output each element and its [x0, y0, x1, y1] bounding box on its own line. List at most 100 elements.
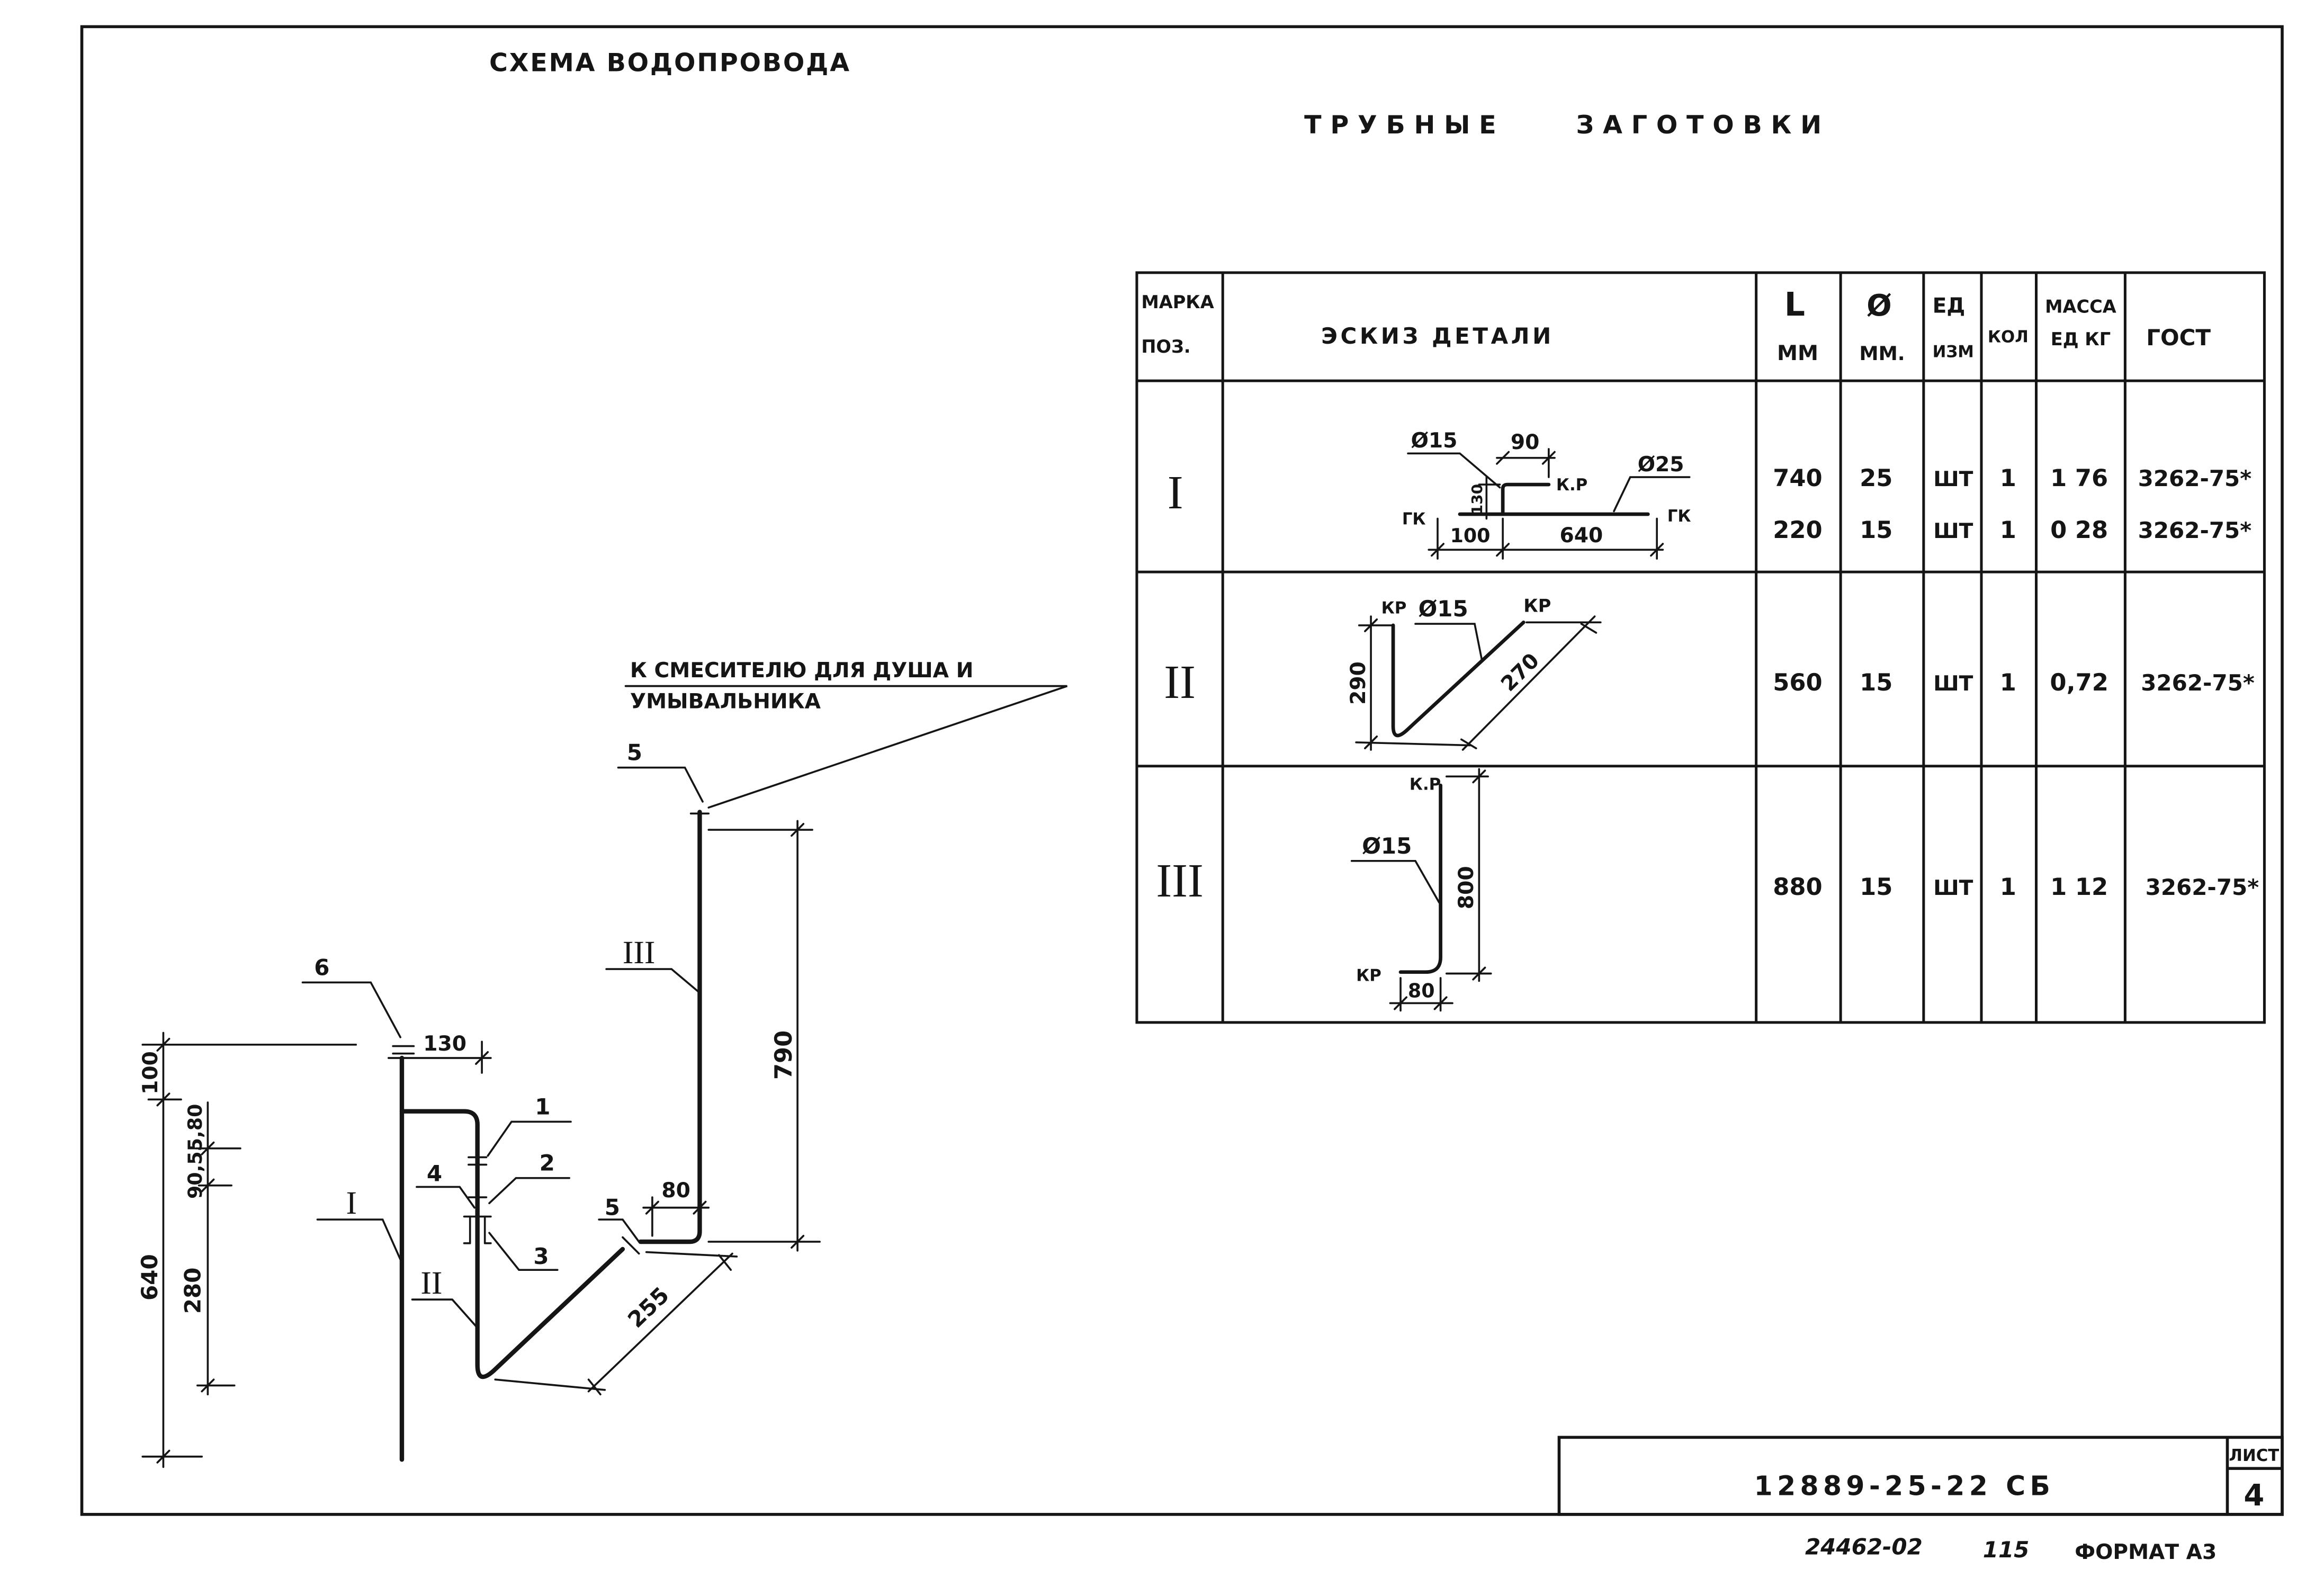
header-quantity: КОЛ	[1988, 327, 2029, 346]
dimension-tick	[693, 1200, 707, 1215]
sketch-dim-270: 270	[1496, 649, 1544, 696]
cell-standard: 3262-75*	[2138, 465, 2252, 491]
dimension-tick	[587, 1378, 602, 1396]
dimension-tick	[201, 1378, 215, 1393]
sketch-fitting-kr-left: КР	[1381, 599, 1407, 618]
sketch-dim-640: 640	[1560, 524, 1603, 548]
sketch-dim-130: 130	[1468, 484, 1486, 515]
dim-280: 280	[180, 1268, 205, 1314]
header-unit-measure: ИЗМ	[1933, 342, 1974, 361]
schematic-pipe-II	[399, 1109, 625, 1379]
leader-line	[1407, 452, 1501, 489]
sketch-thread-right: ГК	[1667, 507, 1691, 526]
mixer-note-line1: К СМЕСИТЕЛЮ ДЛЯ ДУША И	[630, 659, 974, 683]
sketch-blank-II: КР Ø15 КР 290 270	[1347, 596, 1602, 751]
sketch-blank-I: Ø15 90 130 К.Р Ø25 ГК ГК 100 640	[1402, 429, 1691, 560]
cell-quantity: 1	[2000, 873, 2016, 901]
sketch-dim-100: 100	[1450, 524, 1491, 547]
dimension-tick	[717, 1254, 732, 1271]
dim-90-55-80: 90,55,80	[184, 1104, 207, 1199]
dimension-tick	[201, 1141, 215, 1155]
cell-mass: 0 28	[2050, 516, 2108, 544]
pipe-mark-II: II	[420, 1265, 442, 1301]
dimension-tick	[1472, 769, 1486, 784]
sketch-diameter: Ø15	[1362, 833, 1412, 859]
sketch-dim-80: 80	[1408, 979, 1435, 1002]
header-diameter: Ø	[1867, 289, 1892, 323]
sketch-fitting-kr-top: К.Р	[1410, 775, 1441, 794]
sketch-fitting-kr: К.Р	[1556, 476, 1587, 495]
sketch-fitting-kr-bottom: КР	[1356, 966, 1381, 985]
extension-line	[1355, 741, 1471, 747]
dim-640: 640	[137, 1254, 163, 1301]
leader-line	[301, 981, 401, 1038]
sketch-blank-III: К.Р 800 Ø15 КР 80	[1350, 768, 1492, 1012]
dimension-tick	[156, 1037, 171, 1052]
mixer-note-line2: УМЫВАЛЬНИКА	[630, 690, 821, 714]
note-leader	[624, 685, 1067, 809]
cell-length: 740	[1773, 464, 1822, 492]
dimension-tick	[201, 1178, 215, 1193]
position-5-bottom: 5	[605, 1195, 620, 1221]
cell-diameter: 15	[1860, 668, 1892, 696]
document-code: 12889-25-22 СБ	[1754, 1471, 2055, 1502]
schematic-title: СХЕМА ВОДОПРОВОДА	[489, 48, 851, 77]
leader-line	[488, 1177, 570, 1205]
dimension-tick	[1496, 451, 1510, 465]
cell-diameter: 15	[1860, 516, 1892, 544]
sketch-bent-pipe	[1391, 620, 1526, 738]
sketch-fitting-kr-right: КР	[1523, 596, 1551, 616]
leader-line	[617, 766, 704, 803]
cell-quantity: 1	[2000, 516, 2016, 544]
cell-unit: ШТ	[1933, 672, 1973, 696]
dimension-tick	[645, 1200, 659, 1215]
cell-mass: 0,72	[2050, 668, 2108, 696]
header-diameter-unit: ММ.	[1859, 342, 1905, 365]
dimension-tick	[1472, 966, 1486, 981]
position-6: 6	[314, 954, 329, 980]
leader-line	[1613, 476, 1691, 513]
dim-255: 255	[623, 1282, 674, 1333]
sheet-format: ФОРМАТ А3	[2075, 1540, 2217, 1564]
dimension-tick	[1496, 543, 1510, 557]
leader-line	[411, 1298, 477, 1328]
position-1: 1	[535, 1093, 550, 1119]
dimension-tick	[156, 1449, 171, 1464]
sketch-thread-left: ГК	[1402, 510, 1426, 529]
pipe-mark-I: I	[346, 1185, 357, 1221]
sheet-label: ЛИСТ	[2229, 1446, 2279, 1465]
cell-diameter: 25	[1860, 464, 1892, 492]
pipe-mark-III: III	[623, 935, 656, 971]
leader-line	[488, 1232, 559, 1271]
title-block: 12889-25-22 СБ ЛИСТ 4	[1557, 1436, 2284, 1516]
cell-length: 880	[1773, 873, 1822, 901]
leader-line	[1350, 860, 1440, 903]
row-mark: I	[1168, 467, 1183, 519]
sketch-dim-800: 800	[1455, 866, 1478, 909]
position-4: 4	[427, 1160, 442, 1186]
dim-100: 100	[139, 1051, 163, 1095]
dimension-tick	[1430, 543, 1444, 557]
position-3: 3	[533, 1243, 549, 1269]
water-supply-schematic: К СМЕСИТЕЛЮ ДЛЯ ДУША И УМЫВАЛЬНИКА 5 III…	[137, 659, 1067, 1468]
position-5-top: 5	[627, 740, 642, 766]
dimension-tick	[791, 1234, 805, 1249]
cell-unit: ШТ	[1933, 876, 1973, 900]
header-mass-unit: ЕД КГ	[2051, 329, 2111, 349]
dimension-tick	[1580, 623, 1598, 634]
header-length-unit: ММ	[1777, 342, 1818, 365]
header-mark: МАРКА	[1141, 292, 1214, 312]
pipe-blanks-table: МАРКА ПОЗ. ЭСКИЗ ДЕТАЛИ L ММ Ø ММ. ЕД ИЗ…	[1135, 271, 2266, 1024]
inventory-number: 24462-02	[1805, 1534, 1923, 1559]
dimension-tick	[1460, 738, 1477, 749]
header-sketch: ЭСКИЗ ДЕТАЛИ	[1321, 323, 1554, 349]
cell-mass: 1 12	[2050, 873, 2108, 901]
cell-quantity: 1	[2000, 668, 2016, 696]
dimension-tick	[156, 1092, 171, 1107]
position-2: 2	[540, 1150, 555, 1176]
dim-130: 130	[423, 1032, 466, 1056]
cell-mass: 1 76	[2050, 464, 2108, 492]
table-border	[1135, 271, 2266, 1024]
title-block-border	[1557, 1436, 2284, 1516]
